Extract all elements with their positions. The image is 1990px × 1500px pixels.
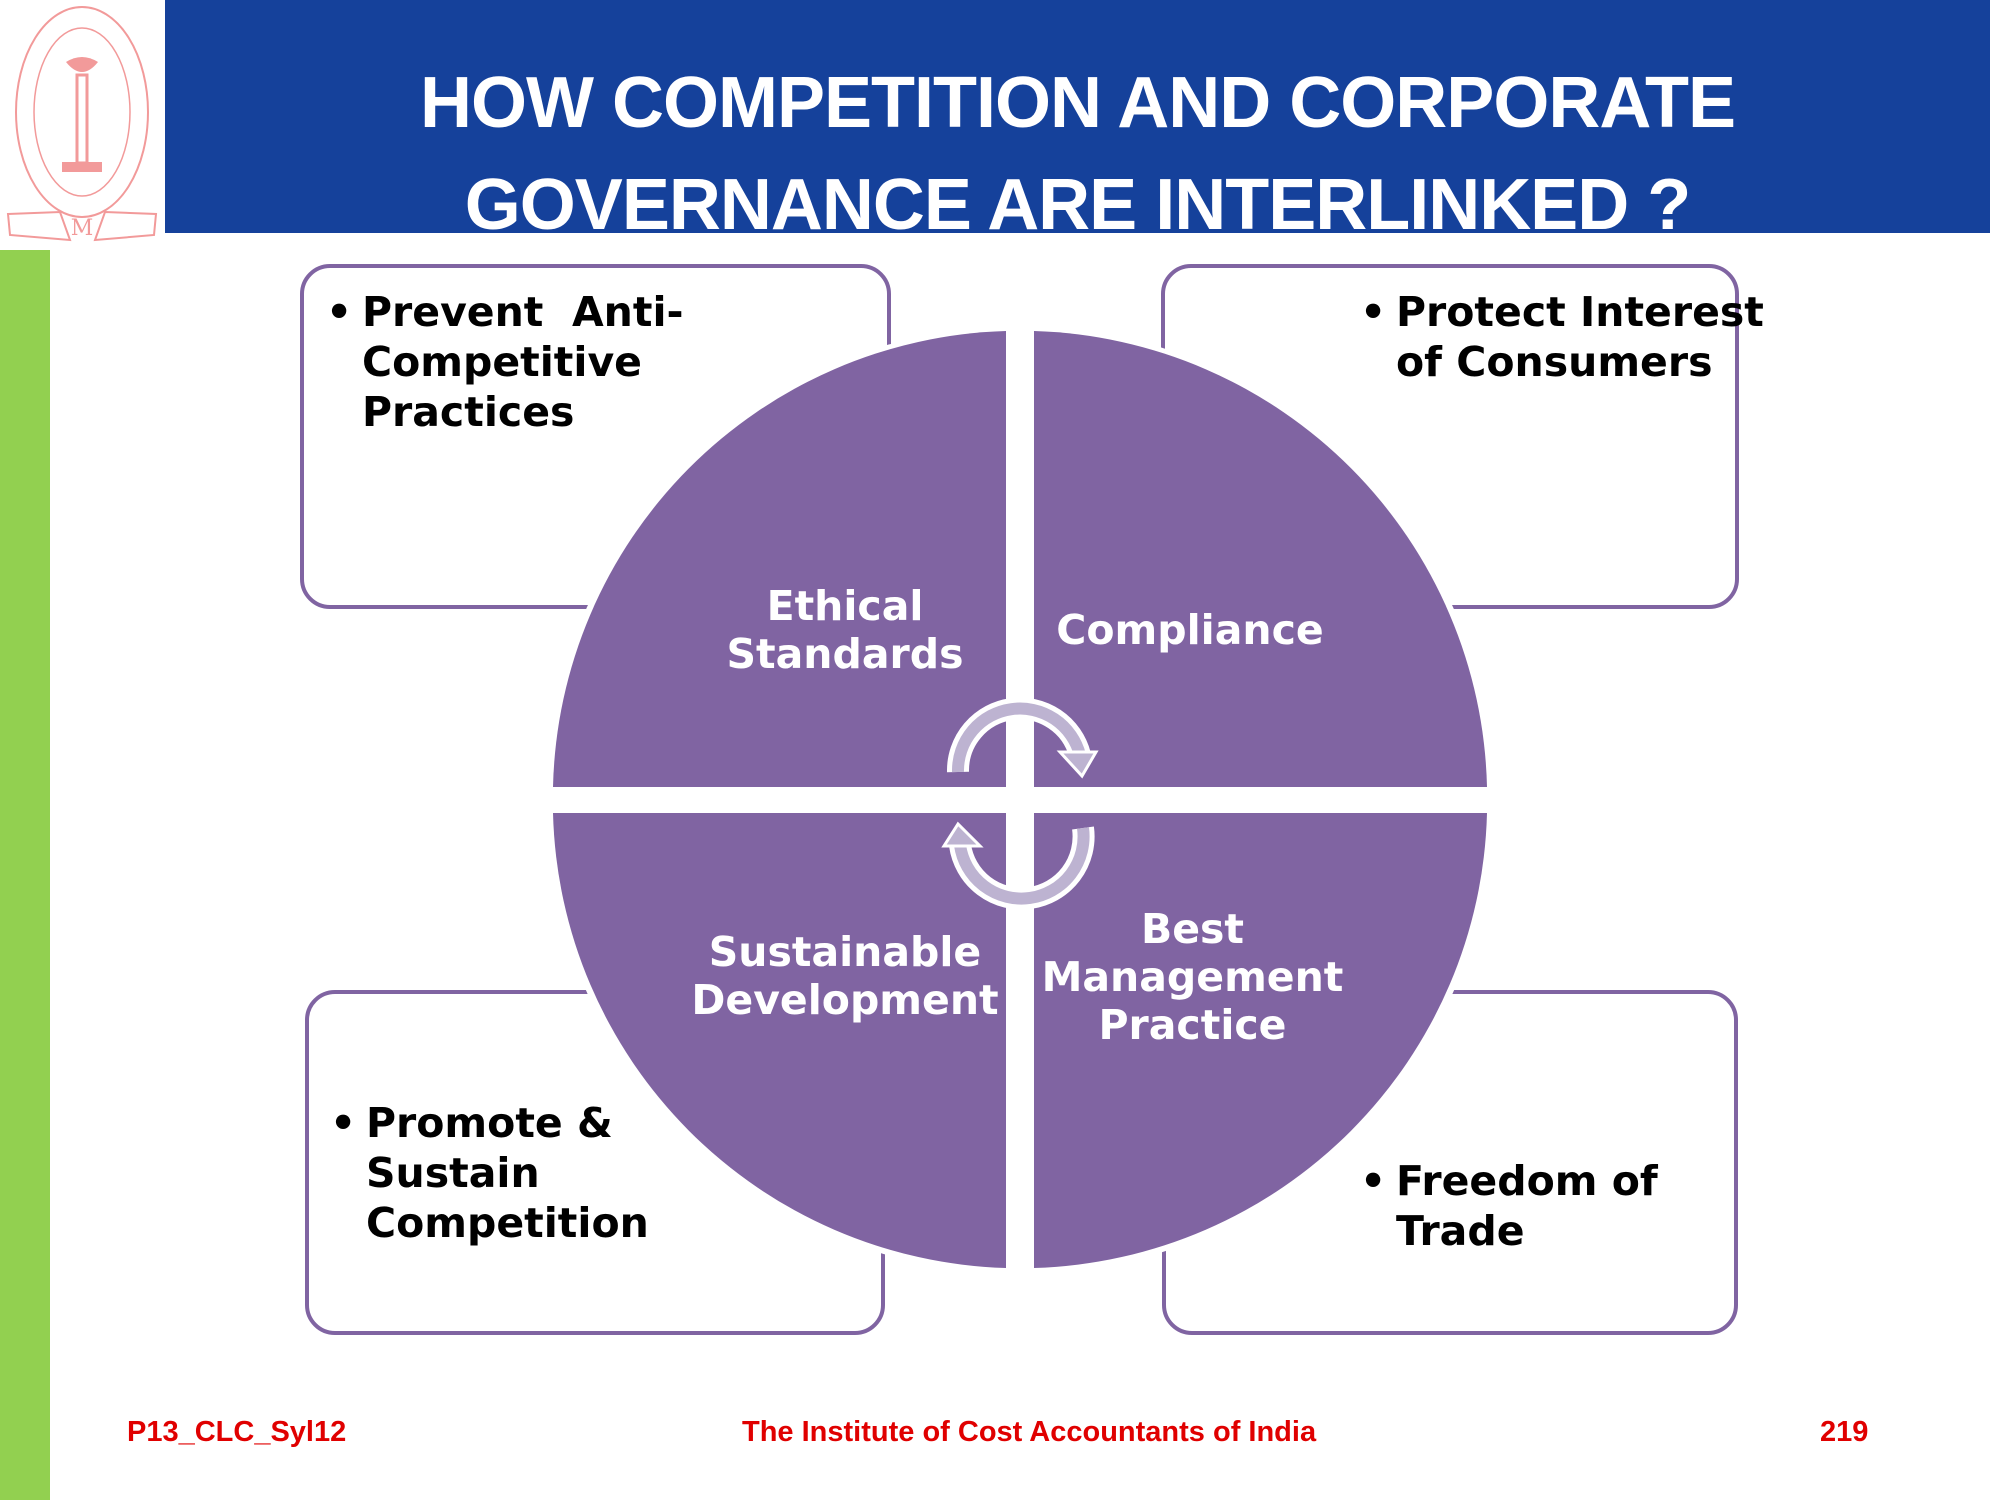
box-text-top-right: • Protect Interest of Consumers <box>1360 288 1764 386</box>
title-line-2: GOVERNANCE ARE INTERLINKED ? <box>464 165 1691 245</box>
quadrant-top-right <box>1034 331 1487 787</box>
box-text-bottom-left: • Promote & Sustain Competition <box>330 1099 649 1247</box>
page-title: HOW COMPETITION AND CORPORATE GOVERNANCE… <box>165 52 1990 256</box>
svg-text:M: M <box>71 216 94 241</box>
box-text-bottom-right: • Freedom of Trade <box>1360 1157 1658 1255</box>
label-best-management-practice: Best Management Practice <box>1041 905 1344 1049</box>
accent-bar <box>0 250 50 1500</box>
quadrant-bottom-left <box>553 813 1006 1268</box>
cycle-arrow-bottom-icon <box>941 821 1095 910</box>
quadrant-bottom-right <box>1034 813 1487 1268</box>
label-ethical-standards: Ethical Standards <box>726 582 964 678</box>
label-sustainable-development: Sustainable Development <box>691 928 999 1024</box>
title-banner <box>165 0 1990 233</box>
institute-logo: M <box>6 6 158 242</box>
page-number: 219 <box>1820 1416 1869 1448</box>
label-compliance: Compliance <box>1056 606 1324 654</box>
box-text-top-left: • Prevent Anti- Competitive Practices <box>326 288 684 436</box>
quadrant-top-left <box>553 331 1006 787</box>
footer-institute: The Institute of Cost Accountants of Ind… <box>742 1416 1317 1448</box>
footer-code: P13_CLC_Syl12 <box>127 1416 347 1448</box>
cycle-arrow-top-icon <box>946 697 1099 779</box>
title-line-1: HOW COMPETITION AND CORPORATE <box>420 63 1736 143</box>
